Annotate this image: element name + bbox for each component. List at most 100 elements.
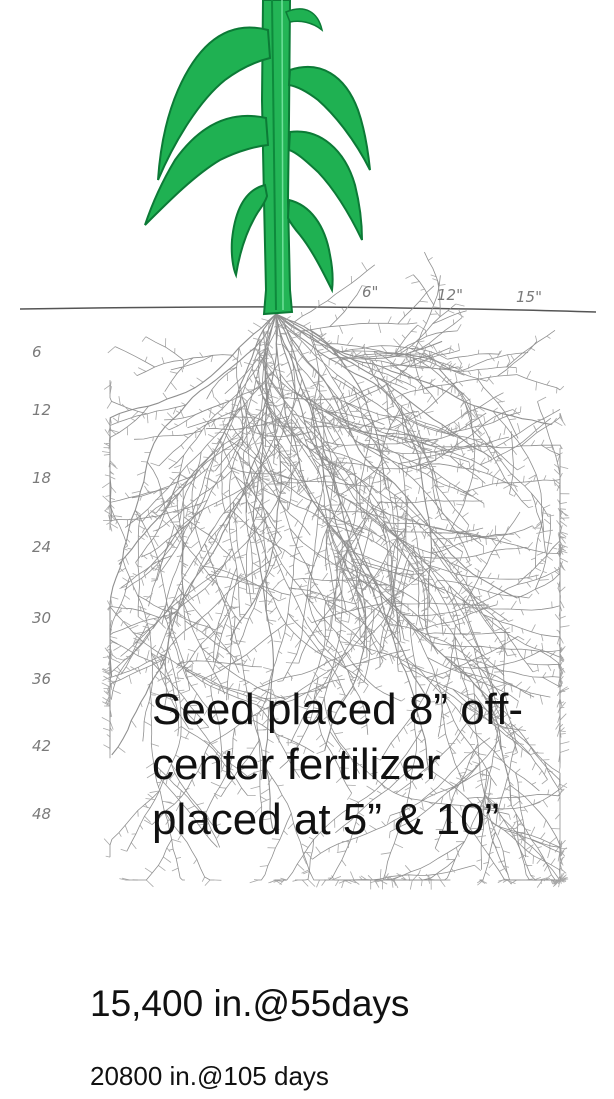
root-hair bbox=[434, 625, 438, 627]
root-hair bbox=[538, 397, 547, 401]
root-strand bbox=[426, 632, 511, 634]
root-hair bbox=[199, 553, 202, 560]
root-strand bbox=[413, 547, 423, 631]
root-hair bbox=[514, 533, 520, 539]
root-hair bbox=[232, 540, 237, 543]
root-hair bbox=[159, 584, 163, 587]
root-hair bbox=[560, 714, 566, 721]
root-hair bbox=[433, 539, 439, 540]
root-hair bbox=[428, 428, 430, 435]
root-hair bbox=[308, 880, 315, 887]
root-hair bbox=[308, 617, 312, 623]
root-hair bbox=[154, 538, 159, 546]
root-hair bbox=[560, 502, 567, 503]
root-hair bbox=[415, 388, 416, 396]
root-hair bbox=[188, 524, 192, 531]
root-strand bbox=[123, 559, 153, 742]
root-hair bbox=[279, 651, 283, 653]
root-hair bbox=[359, 421, 361, 425]
root-hair bbox=[217, 405, 222, 408]
root-hair bbox=[280, 353, 285, 356]
root-hair bbox=[176, 411, 180, 413]
root-hair bbox=[139, 526, 145, 530]
root-strand bbox=[233, 502, 251, 605]
root-hair bbox=[215, 613, 222, 614]
root-hair bbox=[442, 625, 450, 626]
root-hair bbox=[411, 282, 419, 284]
root-hair bbox=[488, 586, 494, 591]
root-hair bbox=[468, 371, 471, 375]
root-hair bbox=[240, 361, 242, 367]
root-hair bbox=[541, 760, 550, 761]
root-hair bbox=[203, 457, 209, 458]
root-hair bbox=[236, 641, 245, 642]
root-hair bbox=[147, 650, 149, 659]
root-hair bbox=[545, 422, 546, 427]
root-hair bbox=[127, 539, 130, 542]
root-hair bbox=[524, 457, 529, 461]
root-hair bbox=[256, 539, 261, 542]
root-hair bbox=[444, 638, 447, 642]
root-hair bbox=[111, 597, 119, 599]
root-hair bbox=[404, 640, 409, 642]
root-hair bbox=[253, 338, 262, 340]
caption-line-2: center fertilizer bbox=[152, 737, 523, 792]
root-strand bbox=[144, 525, 180, 573]
root-hair bbox=[429, 597, 432, 603]
root-hair bbox=[372, 653, 376, 655]
root-hair bbox=[233, 596, 237, 600]
root-hair bbox=[537, 880, 542, 888]
root-strand bbox=[167, 549, 232, 619]
root-hair bbox=[416, 464, 417, 473]
root-hair bbox=[125, 825, 128, 833]
root-hair bbox=[106, 418, 110, 425]
root-hair bbox=[305, 593, 312, 595]
root-hair bbox=[422, 575, 427, 576]
root-hair bbox=[104, 839, 110, 846]
root-hair bbox=[495, 637, 498, 642]
root-hair bbox=[248, 330, 254, 334]
root-hair bbox=[251, 399, 258, 403]
root-hair bbox=[526, 639, 531, 645]
root-hair bbox=[449, 345, 451, 353]
root-hair bbox=[170, 372, 177, 374]
root-hair bbox=[130, 609, 132, 614]
root-hair bbox=[511, 448, 517, 455]
root-hair bbox=[560, 750, 569, 753]
root-hair bbox=[200, 353, 203, 358]
root-hair bbox=[411, 584, 418, 585]
root-hair bbox=[113, 670, 119, 673]
root-hair bbox=[239, 348, 241, 356]
root-hair bbox=[529, 506, 534, 507]
caption-line-3: placed at 5” & 10” bbox=[152, 792, 523, 847]
root-hair bbox=[208, 434, 214, 437]
root-hair bbox=[281, 593, 282, 599]
root-hair bbox=[106, 856, 110, 857]
root-hair bbox=[555, 422, 563, 426]
root-hair bbox=[543, 505, 550, 508]
root-hair bbox=[225, 563, 226, 569]
root-hair bbox=[533, 856, 534, 864]
root-hair bbox=[346, 365, 355, 368]
root-hair bbox=[411, 331, 417, 332]
root-hair bbox=[263, 446, 270, 447]
root-hair bbox=[235, 663, 242, 664]
root-hair bbox=[431, 645, 432, 651]
depth-mark-24: 24 bbox=[32, 538, 51, 556]
root-hair bbox=[418, 870, 420, 876]
root-hair bbox=[144, 482, 149, 486]
root-hair bbox=[435, 848, 439, 852]
root-hair bbox=[541, 440, 544, 445]
root-hair bbox=[279, 598, 286, 601]
root-hair bbox=[360, 403, 365, 408]
root-hair bbox=[527, 582, 531, 587]
root-hair bbox=[479, 433, 485, 437]
root-hair bbox=[435, 675, 444, 678]
depth-mark-6: 6 bbox=[32, 343, 42, 361]
root-hair bbox=[130, 418, 135, 421]
root-strand bbox=[410, 401, 443, 513]
root-hair bbox=[103, 745, 110, 749]
root-hair bbox=[294, 324, 295, 333]
root-hair bbox=[140, 496, 142, 501]
root-hair bbox=[494, 672, 503, 673]
